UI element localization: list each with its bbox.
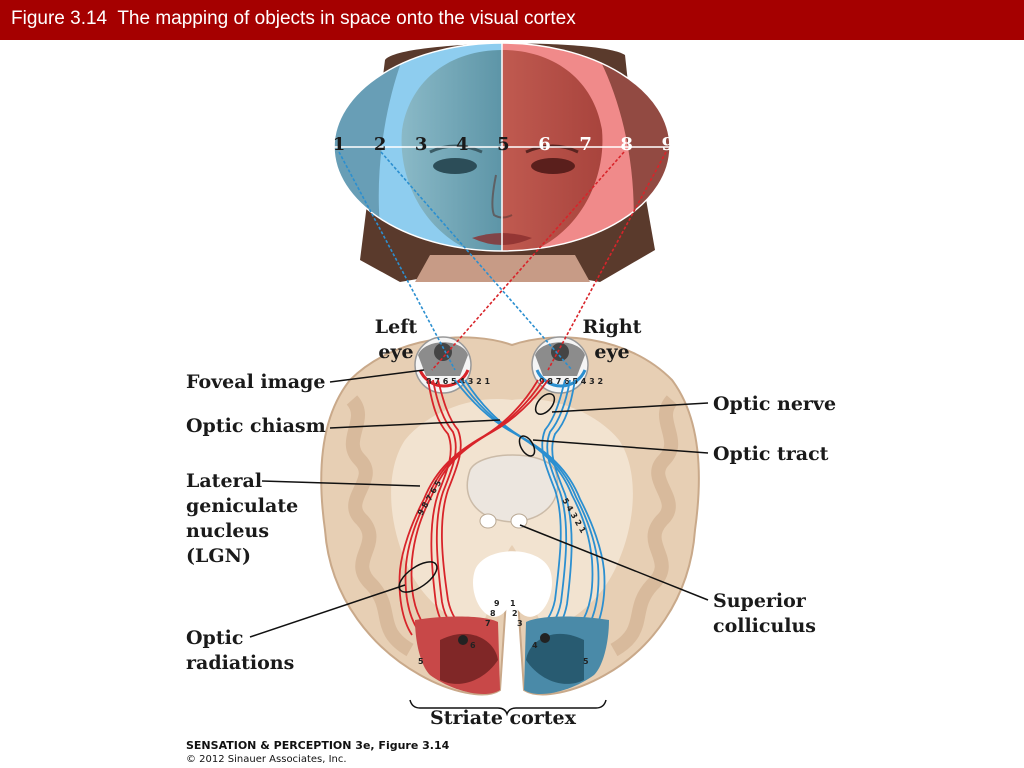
slide-title: Figure 3.14 The mapping of objects in sp… bbox=[11, 8, 576, 29]
optic-radiations-marker bbox=[398, 561, 438, 593]
label-left-eye: Left eye bbox=[375, 316, 418, 363]
svg-text:radiations: radiations bbox=[186, 652, 294, 674]
cortex-left-number-5: 5 bbox=[418, 657, 424, 666]
superior-colliculus-left bbox=[479, 513, 497, 529]
field-number-4: 4 bbox=[456, 134, 469, 155]
label-optic-nerve: Optic nerve bbox=[713, 393, 836, 415]
cortex-right-number-1: 1 bbox=[510, 599, 516, 608]
title-bar: Figure 3.14 The mapping of objects in sp… bbox=[0, 0, 1024, 40]
label-lgn: Lateral geniculate nucleus (LGN) bbox=[186, 470, 298, 567]
svg-text:Right: Right bbox=[583, 316, 642, 338]
credit-line-2: © 2012 Sinauer Associates, Inc. bbox=[186, 754, 347, 765]
svg-text:(LGN): (LGN) bbox=[186, 545, 251, 567]
cortex-right-number-2: 2 bbox=[512, 609, 518, 618]
face-left-eye bbox=[433, 158, 477, 174]
svg-text:Lateral: Lateral bbox=[186, 470, 262, 492]
cortex-left-numbers: 987 6 5 bbox=[418, 599, 500, 666]
red-pathway bbox=[398, 379, 549, 641]
cortex-left-number-6: 6 bbox=[470, 641, 476, 650]
midbrain bbox=[466, 454, 559, 523]
svg-text:colliculus: colliculus bbox=[713, 615, 816, 637]
label-optic-chiasm: Optic chiasm bbox=[186, 415, 326, 437]
brain-section bbox=[320, 336, 700, 696]
face-right-eye bbox=[531, 158, 575, 174]
label-foveal-image: Foveal image bbox=[186, 371, 325, 393]
field-number-9: 9 bbox=[662, 134, 675, 155]
credit-line-1: SENSATION & PERCEPTION 3e, Figure 3.14 bbox=[186, 739, 450, 752]
cortex-right-number-5: 5 bbox=[583, 657, 589, 666]
label-striate-cortex: Striate cortex bbox=[430, 707, 577, 729]
field-number-8: 8 bbox=[620, 134, 633, 155]
left-striate-cortex bbox=[415, 616, 500, 695]
cortex-right-number-3: 3 bbox=[517, 619, 523, 628]
label-superior-colliculus: Superior colliculus bbox=[713, 590, 816, 637]
left-eyeball bbox=[414, 336, 472, 394]
cortex-left-number-9: 9 bbox=[494, 599, 500, 608]
label-optic-radiations: Optic radiations bbox=[186, 627, 294, 674]
field-number-3: 3 bbox=[415, 134, 428, 155]
svg-text:nucleus: nucleus bbox=[186, 520, 269, 542]
optic-tract-marker bbox=[518, 435, 536, 457]
svg-text:geniculate: geniculate bbox=[186, 495, 298, 517]
neck bbox=[415, 255, 590, 282]
field-numbers: 1 2 3 4 5 6 7 8 9 bbox=[333, 134, 674, 155]
field-number-1: 1 bbox=[333, 134, 346, 155]
field-number-7: 7 bbox=[579, 134, 592, 155]
field-number-6: 6 bbox=[538, 134, 551, 155]
leader-lines bbox=[249, 369, 709, 717]
field-number-2: 2 bbox=[374, 134, 387, 155]
svg-text:Superior: Superior bbox=[713, 590, 807, 612]
optic-nerve-marker bbox=[534, 393, 556, 415]
svg-text:Optic: Optic bbox=[186, 627, 243, 649]
field-number-5: 5 bbox=[497, 134, 510, 155]
right-eyeball bbox=[531, 336, 589, 394]
cortex-left-number-8: 8 bbox=[490, 609, 496, 618]
visual-field: 1 2 3 4 5 6 7 8 9 bbox=[333, 42, 674, 283]
svg-text:eye: eye bbox=[378, 341, 413, 363]
cortex-right-number-4: 4 bbox=[532, 641, 538, 650]
cortex-left-number-7: 7 bbox=[485, 619, 491, 628]
right-retina-numbers: 9 8 7 6 5 4 3 2 bbox=[539, 377, 603, 386]
svg-text:eye: eye bbox=[594, 341, 629, 363]
svg-text:Left: Left bbox=[375, 316, 418, 338]
left-retina-numbers: 8 7 6 5 4 3 2 1 bbox=[426, 377, 490, 386]
projection-lines bbox=[338, 151, 667, 371]
face-left-half bbox=[401, 50, 502, 251]
label-optic-tract: Optic tract bbox=[713, 443, 829, 465]
right-striate-cortex bbox=[524, 616, 609, 695]
blue-pathway bbox=[454, 379, 606, 641]
superior-colliculus-right bbox=[510, 513, 528, 529]
cortex-right-numbers: 123 4 5 bbox=[510, 599, 589, 666]
label-right-eye: Right eye bbox=[583, 316, 642, 363]
